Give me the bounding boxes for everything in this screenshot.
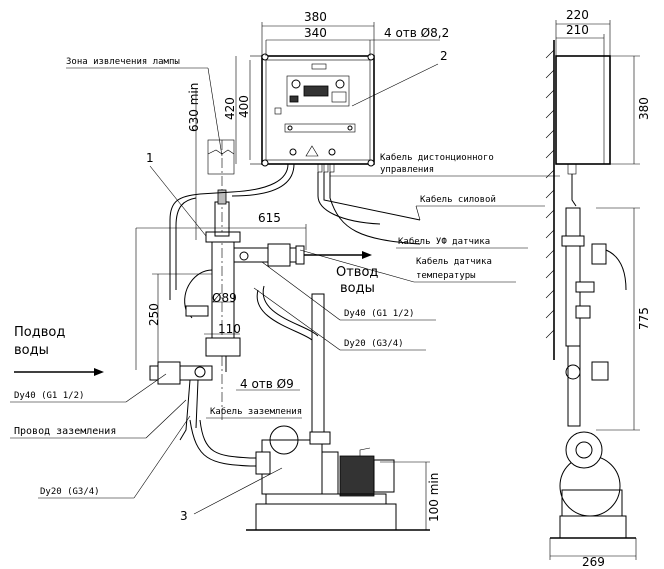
label-dy40-in: Dy40 (G1 1/2) xyxy=(14,391,84,401)
label-ground-cable: Кабель заземления xyxy=(210,406,302,417)
label-temp-cable-2: температуры xyxy=(416,271,476,281)
callout-1: 1 xyxy=(146,151,154,165)
label-uv-cable: Кабель УФ датчика xyxy=(398,236,490,247)
uv-reactor xyxy=(149,140,305,441)
callout-3: 3 xyxy=(180,509,188,523)
dim-d89: Ø89 xyxy=(212,291,237,305)
label-ground-wire: Провод заземления xyxy=(14,426,116,437)
dim-side-775: 775 xyxy=(637,307,651,330)
dim-side-210: 210 xyxy=(566,23,589,37)
control-cabinet xyxy=(261,53,375,173)
side-view xyxy=(545,20,640,560)
dim-holes-bottom: 4 отв Ø9 xyxy=(240,377,294,391)
label-remote-cable-2: управления xyxy=(380,165,434,175)
label-inlet-2: воды xyxy=(14,343,49,358)
dim-420: 420 xyxy=(223,97,237,120)
dim-holes-top: 4 отв Ø8,2 xyxy=(384,26,449,40)
dim-380: 380 xyxy=(304,10,327,24)
dim-615: 615 xyxy=(258,211,281,225)
label-power-cable: Кабель силовой xyxy=(420,194,496,205)
label-outlet-2: воды xyxy=(340,281,375,296)
dim-340: 340 xyxy=(304,26,327,40)
dim-110: 110 xyxy=(218,322,241,336)
pump xyxy=(189,285,430,531)
label-remote-cable-1: Кабель дистонционного xyxy=(380,152,494,163)
dim-side-220: 220 xyxy=(566,8,589,22)
label-dy40-out: Dy40 (G1 1/2) xyxy=(344,309,414,319)
label-outlet-1: Отвод xyxy=(336,265,378,280)
dim-400: 400 xyxy=(237,95,251,118)
callout-2: 2 xyxy=(440,49,448,63)
label-dy20-out: Dy20 (G3/4) xyxy=(344,339,404,349)
dim-side-269: 269 xyxy=(582,555,605,569)
dim-630: 630 min xyxy=(187,83,201,132)
dim-side-380: 380 xyxy=(637,97,651,120)
label-inlet-1: Подвод xyxy=(14,325,65,340)
label-lamp-zone: Зона извлечения лампы xyxy=(66,57,180,67)
cables xyxy=(169,163,421,300)
dim-250: 250 xyxy=(147,303,161,326)
label-dy20-in: Dy20 (G3/4) xyxy=(40,487,100,497)
cabinet-dimensions xyxy=(235,22,440,165)
label-temp-cable-1: Кабель датчика xyxy=(416,256,492,267)
dim-100: 100 min xyxy=(427,473,441,522)
